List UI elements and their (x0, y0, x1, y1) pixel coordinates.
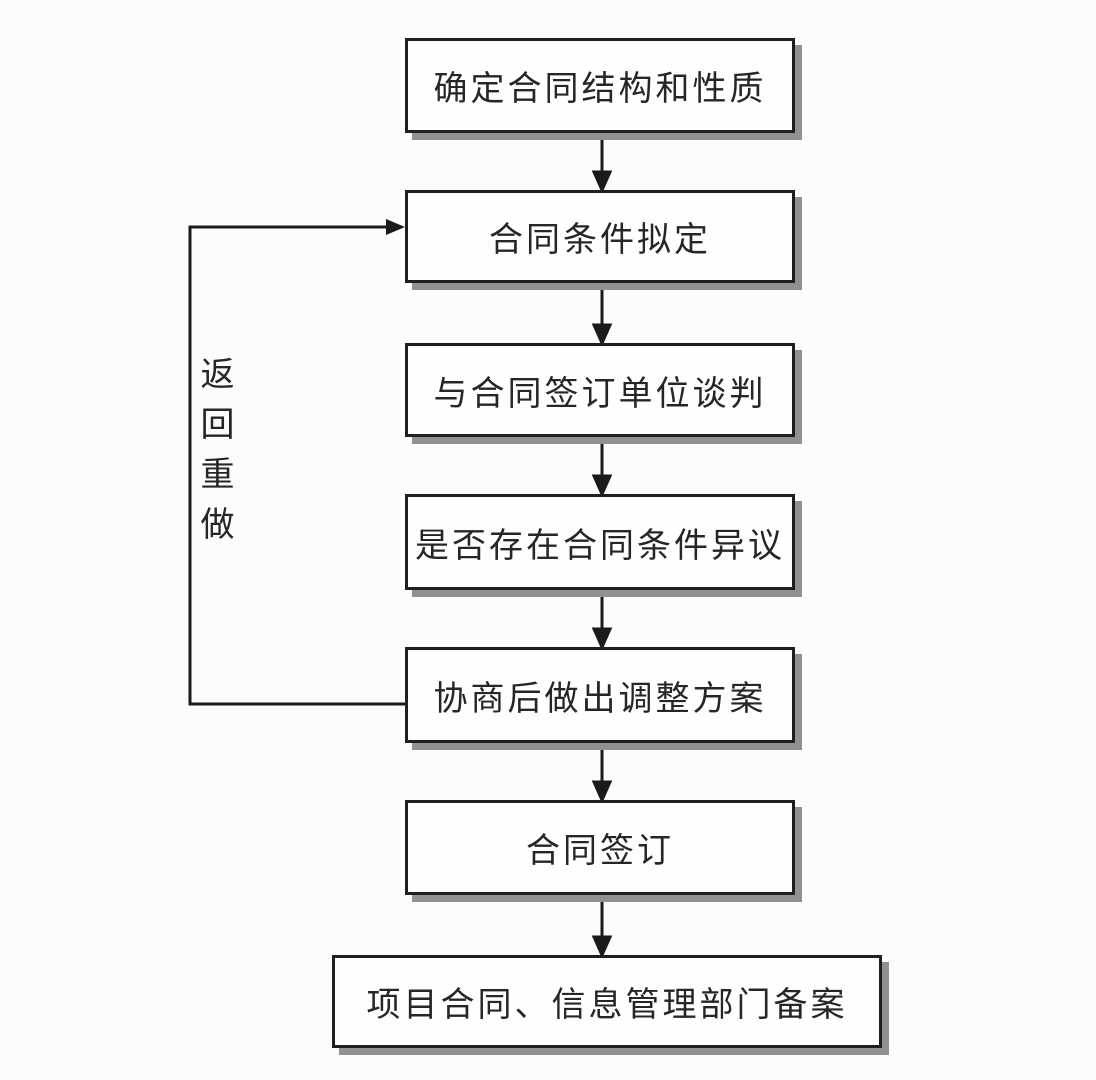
flow-node-draft-conditions: 合同条件拟定 (405, 190, 795, 283)
loop-back-label: 返回重做 (195, 356, 232, 556)
arrowhead-5-6 (591, 780, 613, 804)
arrowhead-4-5 (591, 627, 613, 651)
flow-node-label: 协商后做出调整方案 (433, 680, 767, 718)
flow-node-negotiate: 与合同签订单位谈判 (405, 343, 795, 437)
arrowhead-3-4 (591, 474, 613, 498)
loop-back-arrowhead (386, 219, 405, 235)
flow-node-label: 与合同签订单位谈判 (433, 375, 767, 413)
flow-node-sign-contract: 合同签订 (405, 800, 795, 895)
flow-node-determine-structure: 确定合同结构和性质 (405, 38, 795, 133)
flow-node-label: 确定合同结构和性质 (433, 71, 767, 108)
arrowhead-2-3 (591, 323, 613, 347)
flow-node-label: 合同条件拟定 (489, 222, 711, 259)
flow-node-objection-check: 是否存在合同条件异议 (405, 494, 795, 590)
loop-back-line (188, 225, 405, 706)
flow-node-label: 项目合同、信息管理部门备案 (366, 987, 848, 1024)
flow-node-label: 是否存在合同条件异议 (415, 527, 785, 565)
flow-node-adjustment-plan: 协商后做出调整方案 (405, 647, 795, 743)
flow-node-filing: 项目合同、信息管理部门备案 (332, 955, 882, 1048)
flow-node-label: 合同签订 (526, 833, 674, 870)
arrowhead-6-7 (591, 935, 613, 959)
arrowhead-1-2 (591, 170, 613, 194)
